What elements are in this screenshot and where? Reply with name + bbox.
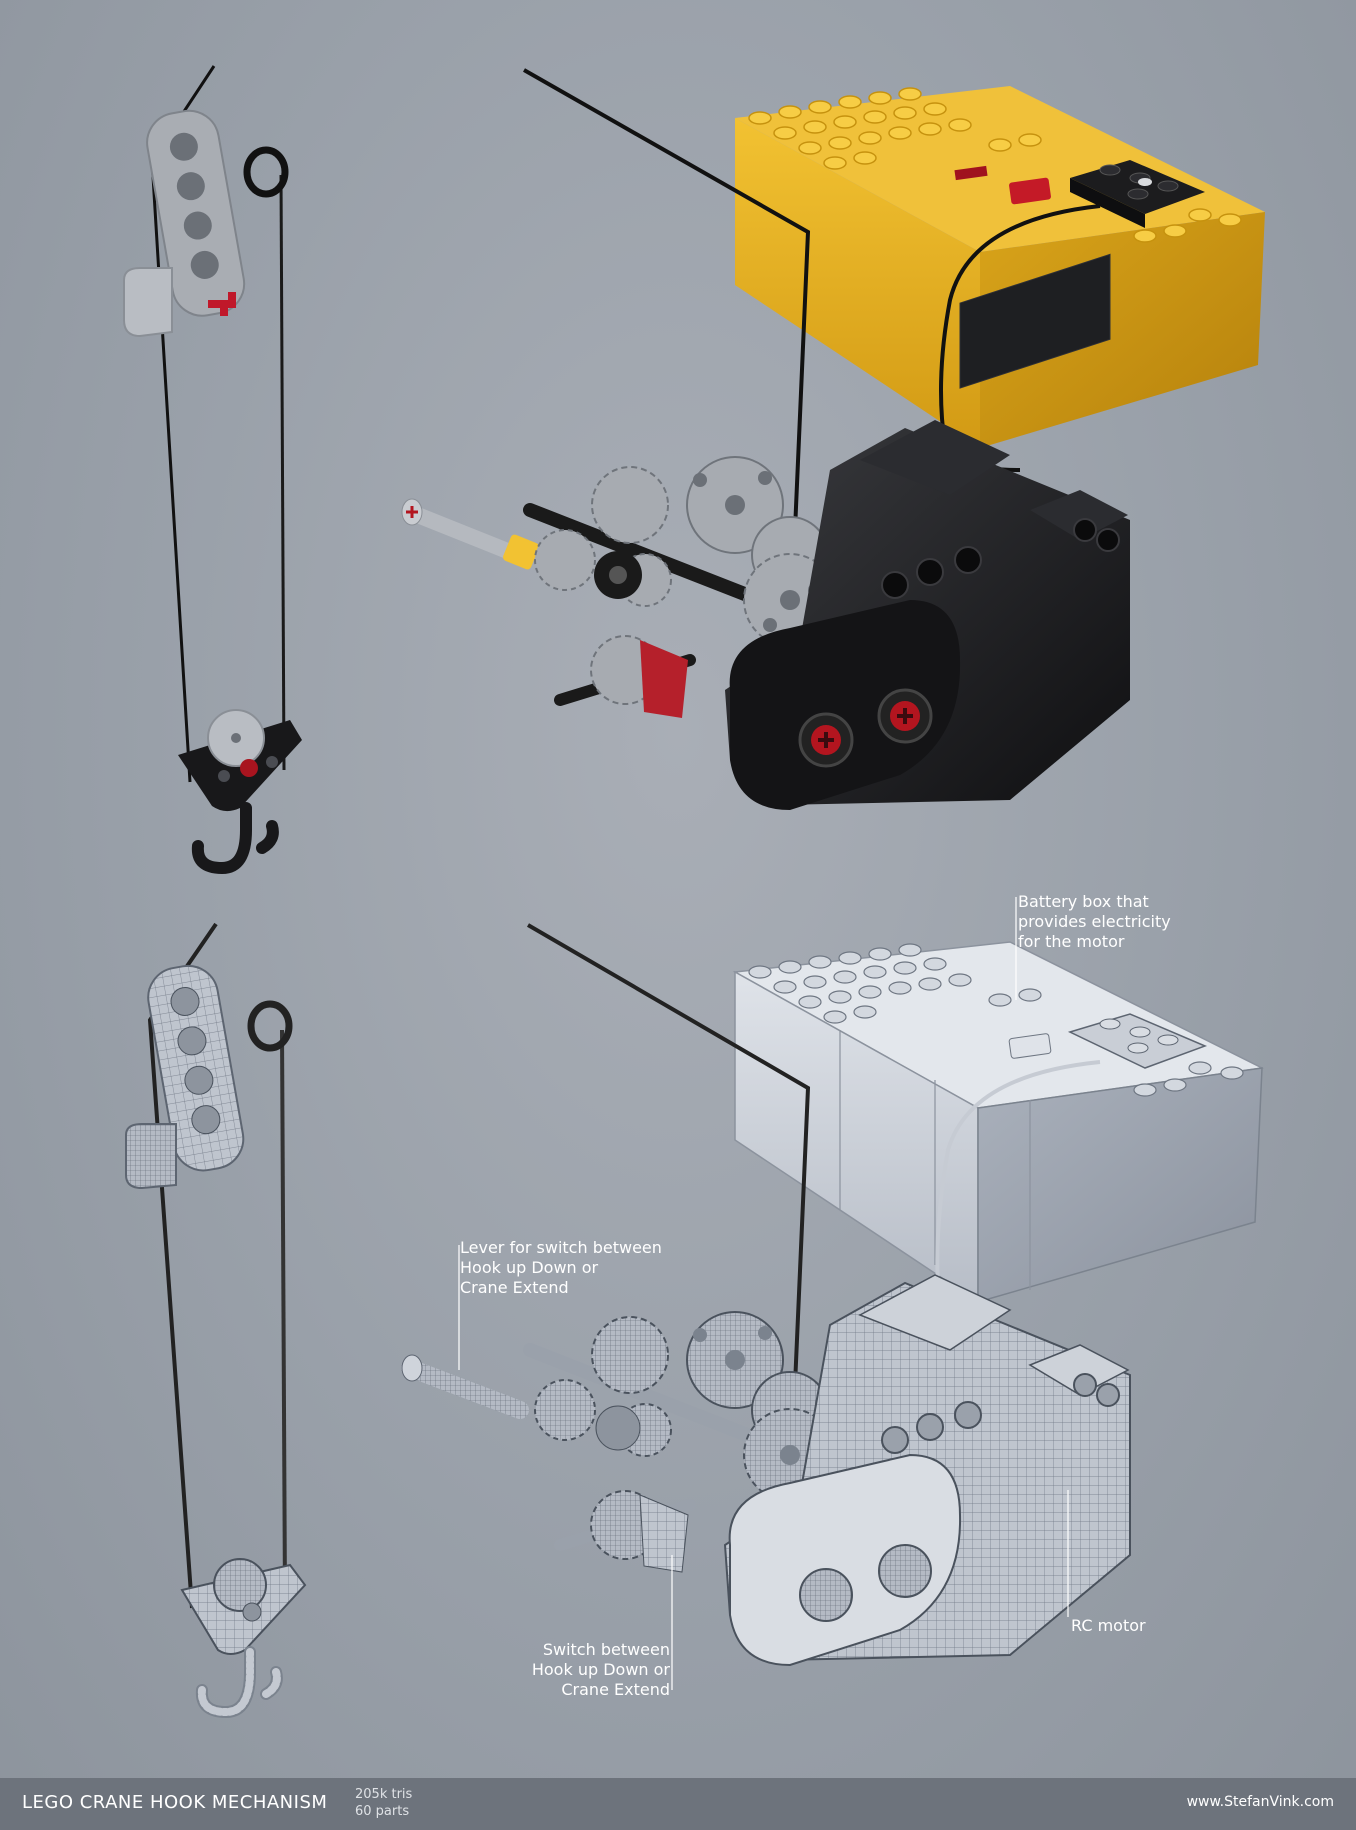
wireframe-rc-motor (723, 1274, 1131, 1667)
rendered-battery-box (735, 86, 1265, 448)
rendered-rc-motor (725, 253, 1130, 810)
footer-website: www.StefanVink.com (1186, 1794, 1334, 1810)
wireframe-gearbox (401, 1311, 837, 1573)
wireframe-hook-assembly (125, 922, 307, 1719)
wireframe-battery-box (732, 941, 1265, 1304)
rendered-gearbox (401, 456, 837, 718)
tris-count: 205k tris (355, 1787, 413, 1802)
rendered-crane-string (523, 68, 811, 531)
footer-stats: 205k tris 60 parts (355, 1786, 412, 1820)
footer-bar: LEGO CRANE HOOK MECHANISM 205k tris 60 p… (0, 1778, 1356, 1830)
rc-motor-annotation: RC motor (1071, 1616, 1146, 1635)
battery-box-annotation: Battery box that provides electricity fo… (1018, 892, 1171, 951)
parts-count: 60 parts (355, 1804, 410, 1819)
footer-title: LEGO CRANE HOOK MECHANISM (22, 1792, 328, 1813)
rendered-hook-assembly (123, 65, 302, 875)
lever-annotation: Lever for switch between Hook up Down or… (460, 1238, 662, 1297)
callout-lines (458, 897, 1069, 1690)
switch-annotation: Switch between Hook up Down or Crane Ext… (531, 1640, 670, 1699)
wireframe-crane-string (526, 923, 811, 1386)
